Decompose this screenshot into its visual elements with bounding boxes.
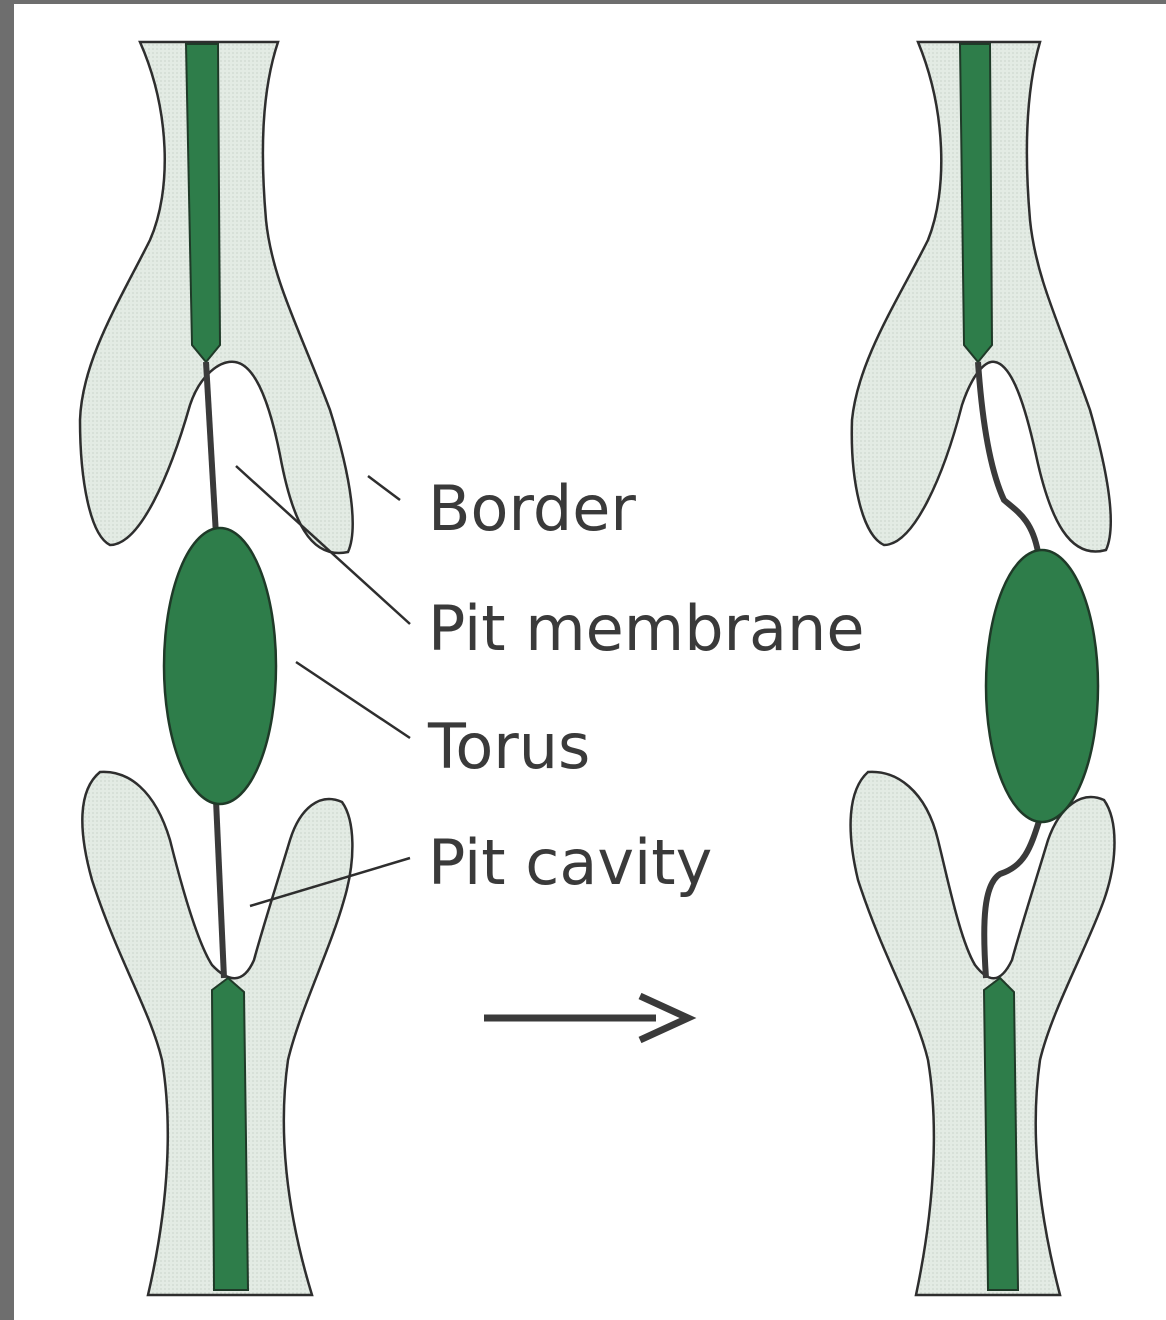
leader-border [368, 476, 400, 500]
label-torus: Torus [427, 710, 590, 783]
leader-torus [296, 662, 410, 738]
torus-aspirated [986, 550, 1098, 822]
lower-cell-wall-right [851, 772, 1115, 1295]
label-pit-cavity: Pit cavity [428, 826, 712, 899]
label-border: Border [428, 472, 636, 545]
torus [164, 528, 276, 804]
aspirated-pit-panel [851, 42, 1115, 1295]
lower-middle-lamella [212, 978, 248, 1290]
labels: Border Pit membrane Torus Pit cavity [427, 472, 864, 899]
pit-membrane-upper [206, 362, 216, 535]
upper-middle-lamella [186, 44, 220, 362]
transition-arrow-icon [484, 996, 688, 1040]
pit-membrane-lower [216, 800, 224, 978]
label-pit-membrane: Pit membrane [428, 592, 864, 665]
upper-middle-lamella-right [960, 44, 992, 362]
open-pit-panel [80, 42, 353, 1295]
lower-middle-lamella-right [984, 978, 1018, 1290]
